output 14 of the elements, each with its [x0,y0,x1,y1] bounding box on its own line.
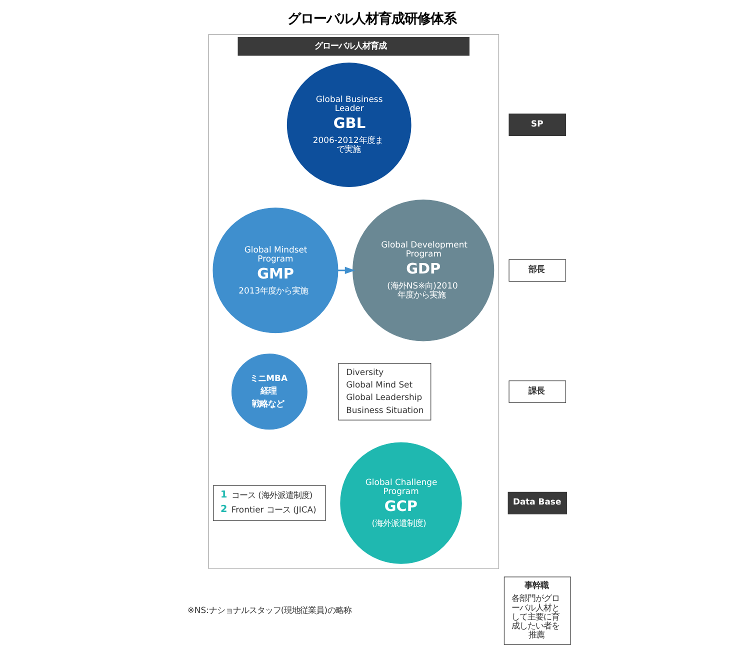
node-box: Data Base [508,492,567,514]
node-circle: Global Challenge Program GCP (海外派遣制度) [340,442,462,564]
node-circle: Global Mindset Program GMP 2013年度から実施 [212,208,338,334]
node-box: 1 コース (海外派遣制度) 2 Frontier コース (JICA) [213,485,326,521]
node-circle: ミニMBA 経理 戦略など [231,354,308,430]
diagram-title: グローバル人材育成研修体系 [288,12,457,27]
node-box: 課長 [508,380,566,403]
node-circle: Global Development Program GDP (海外NS※向)2010年度から実施 [352,200,494,342]
node-box: Diversity Global Mind Set Global Leadership Business Situation [338,362,432,420]
caption: ※NS:ナショナルスタッフ(現地従業員)の略称 [187,604,352,615]
node-box: 部長 [508,259,566,282]
node-circle: Global Business Leader GBL 2006-2012年度まで実施 [286,62,412,188]
node-box: 事幹職 各部門がグローバル人材として主要に育成したい者を推薦 [504,576,571,645]
node-box: SP [508,114,566,136]
